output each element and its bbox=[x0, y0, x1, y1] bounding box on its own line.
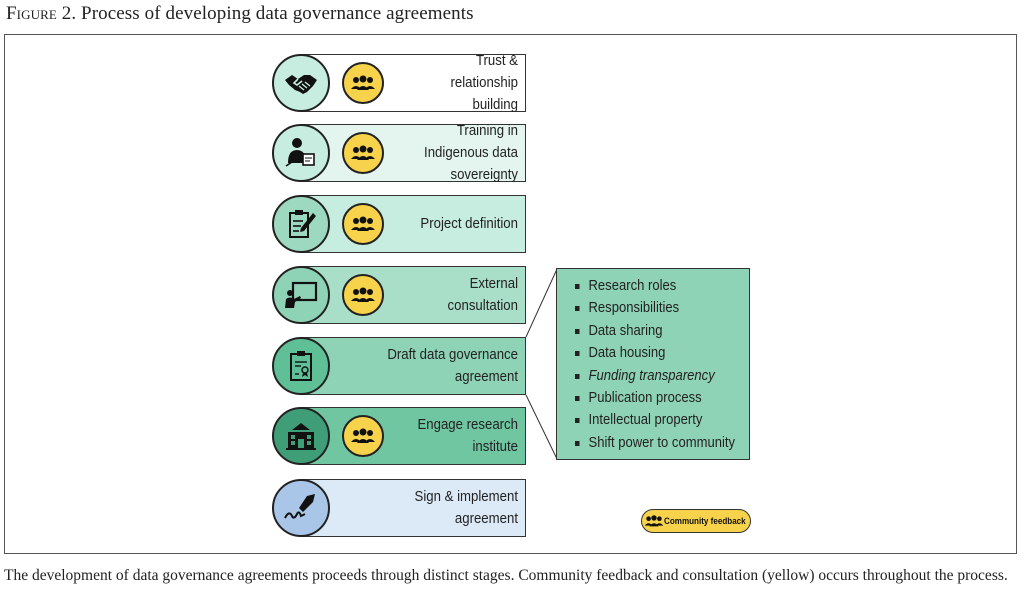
list-item: Intellectual property bbox=[575, 409, 732, 431]
stage-icon-circle bbox=[272, 54, 330, 112]
stage-box bbox=[300, 407, 526, 465]
stage-box bbox=[300, 54, 526, 112]
whiteboard-icon bbox=[285, 281, 318, 308]
stage-label: Draft data governance agreement bbox=[387, 346, 518, 385]
stage-label: Training in Indigenous data sovereignty bbox=[424, 122, 518, 183]
stage-draft: Draft data governance agreement bbox=[272, 337, 528, 395]
stage-label: Project definition bbox=[420, 215, 518, 232]
community-icon bbox=[644, 515, 664, 527]
list-item: Publication process bbox=[575, 387, 732, 409]
stage-box bbox=[300, 479, 526, 537]
presenter-icon bbox=[285, 138, 315, 167]
certificate-icon bbox=[290, 351, 312, 381]
legend-community-feedback: Community feedback bbox=[641, 509, 751, 533]
legend-label: Community feedback bbox=[664, 515, 746, 527]
stage-label: Engage research institute bbox=[417, 416, 518, 455]
stage-icon-circle bbox=[272, 124, 330, 182]
community-icon bbox=[351, 216, 375, 231]
community-feedback-badge bbox=[342, 203, 384, 245]
signature-pen-icon bbox=[284, 494, 315, 519]
figure-caption: The development of data governance agree… bbox=[4, 567, 1008, 584]
community-feedback-badge bbox=[342, 62, 384, 104]
stage-trust: Trust & relationship building bbox=[272, 52, 528, 113]
stage-icon-circle bbox=[272, 337, 330, 395]
list-item: Data sharing bbox=[575, 320, 732, 342]
stage-icon-circle bbox=[272, 266, 330, 324]
list-item: Data housing bbox=[575, 342, 732, 364]
community-icon bbox=[351, 145, 375, 160]
figure-number: Figure 2. bbox=[6, 3, 77, 24]
stage-box bbox=[300, 195, 526, 253]
stage-definition: Project definition bbox=[272, 195, 528, 253]
community-icon bbox=[351, 75, 375, 90]
figure-title-text: Process of developing data governance ag… bbox=[81, 3, 474, 24]
stage-label: External consultation bbox=[447, 275, 518, 314]
stage-sign: Sign & implement agreement bbox=[272, 479, 528, 537]
figure-title: Figure 2. Process of developing data gov… bbox=[6, 3, 474, 25]
community-feedback-badge bbox=[342, 132, 384, 174]
stage-icon-circle bbox=[272, 195, 330, 253]
stage-box bbox=[300, 266, 526, 324]
stage-engage: Engage research institute bbox=[272, 407, 528, 465]
stage-icon-circle bbox=[272, 407, 330, 465]
stage-label: Trust & relationship building bbox=[450, 52, 518, 113]
list-item: Shift power to community bbox=[575, 432, 735, 454]
stage-box bbox=[300, 337, 526, 395]
figure-frame bbox=[4, 34, 1017, 554]
stage-consultation: External consultation bbox=[272, 266, 528, 324]
list-item: Responsibilities bbox=[575, 297, 732, 319]
community-feedback-badge bbox=[342, 274, 384, 316]
community-icon bbox=[351, 428, 375, 443]
institute-icon bbox=[286, 423, 316, 450]
community-feedback-badge bbox=[342, 415, 384, 457]
stage-label: Sign & implement agreement bbox=[414, 488, 518, 527]
clipboard-pencil-icon bbox=[289, 210, 316, 238]
agreement-components-list: Research roles Responsibilities Data sha… bbox=[575, 275, 749, 454]
stage-training: Training in Indigenous data sovereignty bbox=[272, 122, 528, 183]
list-item: Funding transparency bbox=[575, 365, 732, 387]
agreement-components-box: Research roles Responsibilities Data sha… bbox=[556, 268, 750, 460]
stage-box bbox=[300, 124, 526, 182]
list-item: Research roles bbox=[575, 275, 732, 297]
stage-icon-circle bbox=[272, 479, 330, 537]
handshake-icon bbox=[285, 75, 317, 94]
community-icon bbox=[351, 287, 375, 302]
